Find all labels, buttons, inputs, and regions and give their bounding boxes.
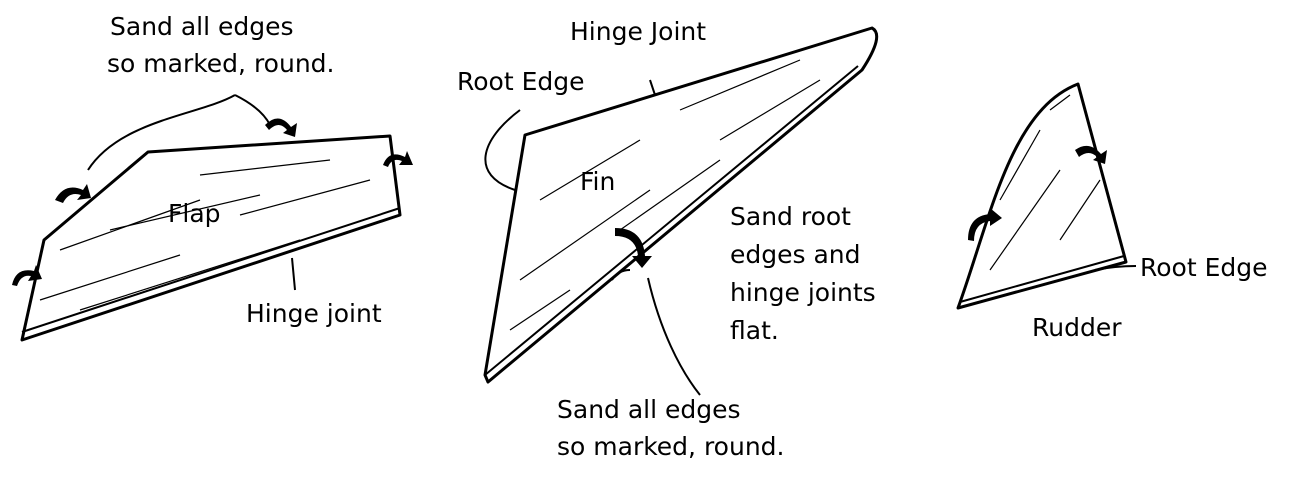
fin-note-line-4: flat. [730, 316, 779, 345]
fin-label: Fin [580, 167, 615, 196]
flap-label: Flap [168, 199, 221, 228]
fin-note-line-3: hinge joints [730, 278, 876, 307]
fin-note-line-1: Sand root [730, 202, 851, 231]
rudder-root-label: Root Edge [1140, 253, 1268, 282]
fin-hinge-label: Hinge Joint [570, 17, 706, 46]
flap-part: Sand all edges so marked, round. Flap Hi… [12, 12, 413, 342]
fin-part: Hinge Joint Root Edge Fin Sand root edge… [457, 17, 879, 461]
round-arrow-icon [12, 265, 42, 286]
rudder-label: Rudder [1032, 313, 1122, 342]
flap-note-line-1: Sand all edges [110, 12, 294, 41]
round-arrow-icon [383, 151, 413, 167]
fin-root-label: Root Edge [457, 67, 585, 96]
round-arrow-icon [968, 208, 1002, 241]
rudder-part: Root Edge Rudder [956, 82, 1268, 342]
fin-bottom-note-line-2: so marked, round. [557, 432, 784, 461]
round-arrow-icon [615, 228, 652, 268]
flap-hinge-label: Hinge joint [246, 299, 382, 328]
round-arrow-icon [55, 184, 91, 203]
flap-note-line-2: so marked, round. [107, 49, 334, 78]
fin-bottom-note-line-1: Sand all edges [557, 395, 741, 424]
round-arrow-icon [265, 118, 297, 137]
round-arrow-icon [1075, 145, 1107, 164]
fin-note-line-2: edges and [730, 240, 861, 269]
